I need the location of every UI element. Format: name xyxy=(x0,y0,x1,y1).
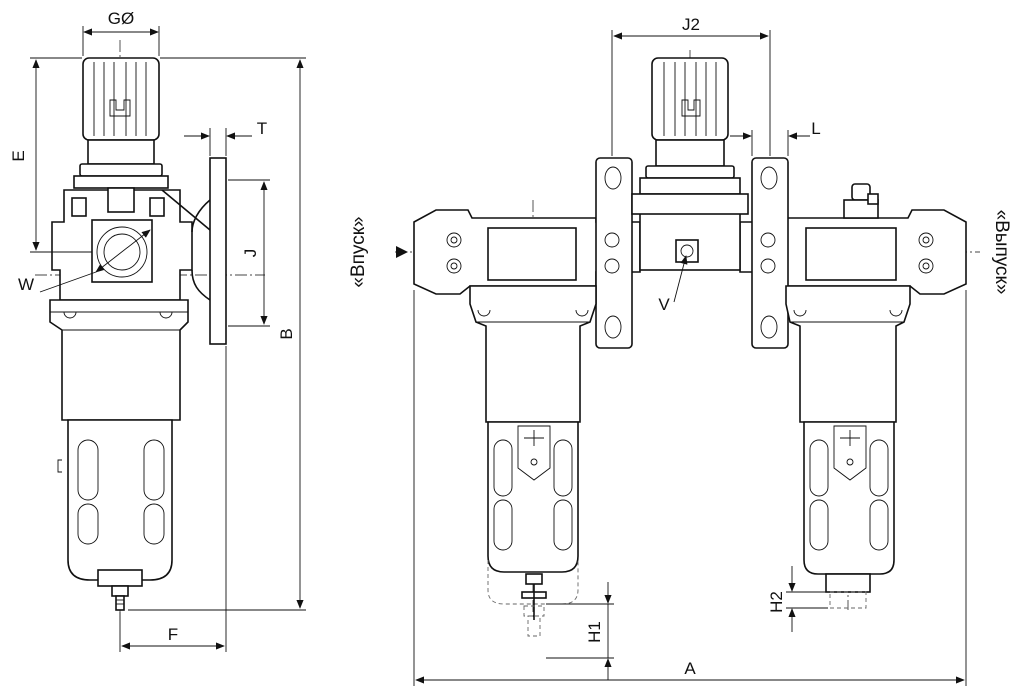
dim-e-label: E xyxy=(9,150,28,161)
dim-f-label: F xyxy=(168,625,178,644)
dim-j-label: J xyxy=(241,249,260,258)
dim-w-label: W xyxy=(18,275,34,294)
dim-l-label: L xyxy=(811,119,820,138)
dim-a-label: A xyxy=(684,659,696,678)
mounting-bracket xyxy=(191,157,227,345)
fill-plug xyxy=(843,183,879,219)
mounting-brackets xyxy=(595,157,789,349)
side-view-filter-regulator: GØ E T W J B F xyxy=(9,9,306,652)
regulator-knob xyxy=(73,57,169,189)
filter-unit xyxy=(469,285,597,637)
outlet-label: «Выпуск» xyxy=(991,210,1012,295)
dim-j2-label: J2 xyxy=(682,15,700,34)
dim-g-label: GØ xyxy=(108,9,134,28)
lubricator-unit xyxy=(785,285,911,609)
inlet-label: «Впуск» xyxy=(348,216,369,287)
dim-v-label: V xyxy=(658,295,670,314)
regulator-knob-front xyxy=(631,57,749,215)
dim-b-label: B xyxy=(277,328,296,339)
filter-body xyxy=(49,299,189,421)
front-view-assembly: J2 L V H1 H2 A «Впуск» «Выпуск» xyxy=(348,15,1012,686)
dim-h2-label: H2 xyxy=(767,591,786,613)
dim-h1-label: H1 xyxy=(585,621,604,643)
dim-t-label: T xyxy=(257,119,267,138)
filter-bowl xyxy=(57,419,173,611)
manifold xyxy=(413,209,967,295)
regulator-body xyxy=(51,187,211,301)
